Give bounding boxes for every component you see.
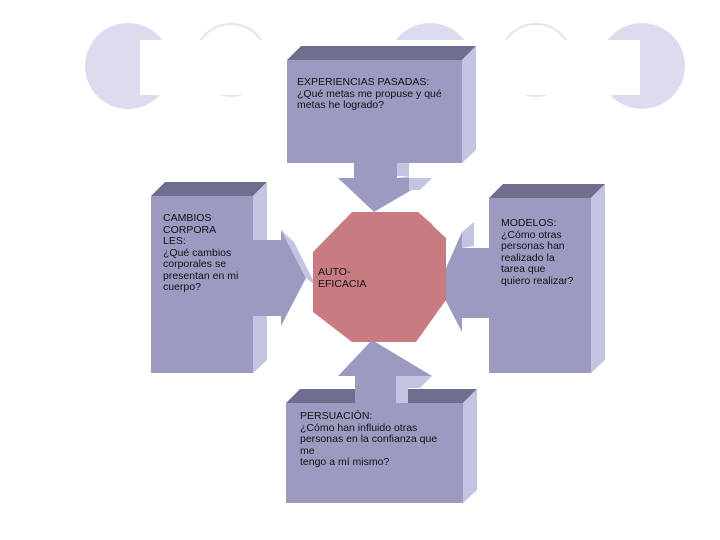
arrow-right xyxy=(253,230,316,326)
left-box-title: CAMBIOS CORPORA LES: xyxy=(163,212,216,247)
bottom-box: PERSUACIÓN: ¿Cómo han influido otras per… xyxy=(286,408,463,503)
right-box-shape xyxy=(489,184,605,373)
right-box: MODELOS: ¿Cómo otras personas han realiz… xyxy=(489,213,591,373)
arrow-up xyxy=(338,340,432,403)
bottom-box-title: PERSUACIÓN: xyxy=(300,410,373,422)
left-box-question: ¿Qué cambios corporales se presentan en … xyxy=(163,246,239,293)
top-box-title: EXPERIENCIAS PASADAS: xyxy=(297,76,430,88)
arrow-down xyxy=(338,163,432,212)
top-box: EXPERIENCIAS PASADAS: ¿Qué metas me prop… xyxy=(287,72,462,163)
bottom-box-shape xyxy=(286,389,477,503)
bottom-box-question: ¿Cómo han influido otras personas en la … xyxy=(300,421,438,468)
center-label: AUTO- EFICACIA xyxy=(318,266,367,290)
left-box: CAMBIOS CORPORA LES: ¿Qué cambios corpor… xyxy=(151,208,253,373)
top-box-question: ¿Qué metas me propuse y qué metas he log… xyxy=(297,87,442,111)
center-octagon xyxy=(313,212,446,342)
arrow-left xyxy=(438,222,489,332)
right-box-question: ¿Cómo otras personas han realizado la ta… xyxy=(501,228,574,287)
left-box-shape xyxy=(151,182,267,373)
right-box-title: MODELOS: xyxy=(501,217,557,229)
